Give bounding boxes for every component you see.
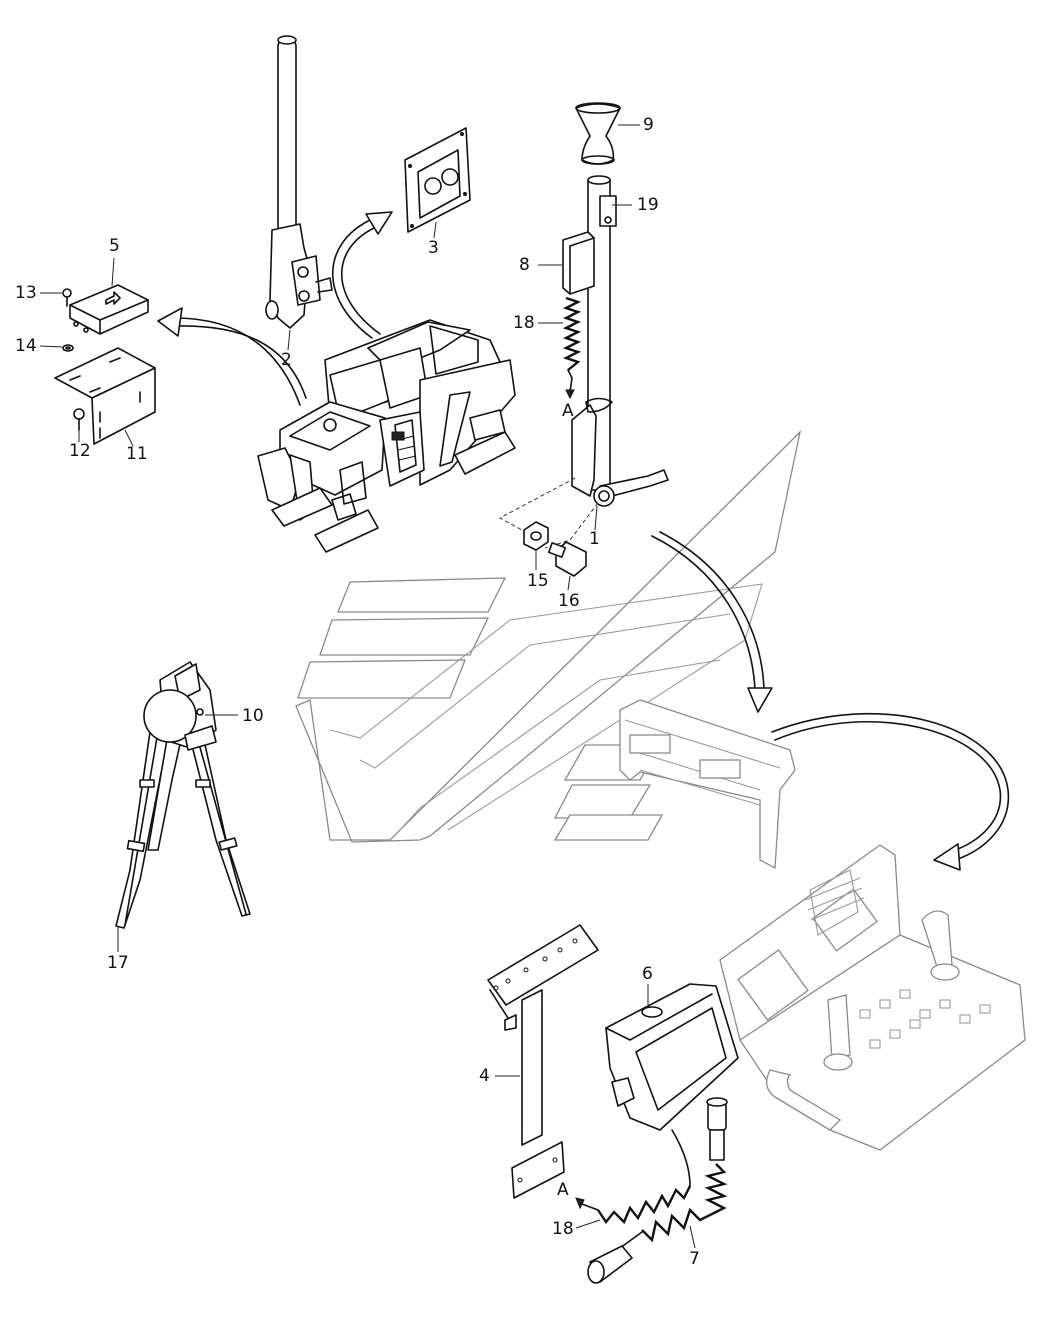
callout-13: 13 xyxy=(15,283,37,303)
flow-arrows xyxy=(157,211,1010,871)
guide-handle-part-9 xyxy=(575,102,640,165)
callout-1: 1 xyxy=(589,529,600,549)
bolt-part-16 xyxy=(547,541,587,591)
laser-tripod xyxy=(115,717,251,952)
label-plate-part-3 xyxy=(404,127,471,239)
callout-14: 14 xyxy=(15,336,37,356)
spiral-cable-part-18-top xyxy=(538,296,582,400)
sensor-box-part-5 xyxy=(69,257,149,335)
callout-5: 5 xyxy=(109,236,120,256)
display-unit-part-6 xyxy=(605,983,739,1131)
spiral-cable-part-18-bottom xyxy=(575,1129,692,1229)
screed-assembly xyxy=(619,699,796,870)
mounting-bracket-part-11 xyxy=(54,347,156,447)
callout-12: 12 xyxy=(69,441,91,461)
callout-6: 6 xyxy=(642,964,653,984)
control-console xyxy=(719,844,1026,1151)
nut-part-15 xyxy=(523,521,549,570)
connection-marker-a-top: A xyxy=(562,401,574,421)
sensor-unit-part-8 xyxy=(538,231,595,295)
rotating-laser-part-10 xyxy=(143,661,238,751)
callout-15: 15 xyxy=(527,571,549,591)
callout-8: 8 xyxy=(519,255,530,275)
callout-3: 3 xyxy=(428,238,439,258)
washer-part-14 xyxy=(39,344,74,352)
callout-10: 10 xyxy=(242,706,264,726)
callout-18-top: 18 xyxy=(513,313,535,333)
antenna-mast-part-2 xyxy=(265,35,333,351)
screw-part-13 xyxy=(40,288,72,307)
mounting-plate-part-4 xyxy=(487,924,599,1199)
callout-2: 2 xyxy=(281,350,292,370)
callout-11: 11 xyxy=(126,444,148,464)
callout-19: 19 xyxy=(637,195,659,215)
connection-marker-a-bottom: A xyxy=(557,1180,569,1200)
callout-4: 4 xyxy=(479,1066,490,1086)
callout-9: 9 xyxy=(643,115,654,135)
callout-18-bottom: 18 xyxy=(552,1219,574,1239)
milling-machine xyxy=(257,319,516,553)
cable-part-7 xyxy=(587,1097,728,1284)
callout-17: 17 xyxy=(107,953,129,973)
callout-16: 16 xyxy=(558,591,580,611)
callout-7: 7 xyxy=(689,1249,700,1269)
bolt-part-12 xyxy=(73,408,85,442)
sensor-mast-part-1 xyxy=(571,175,669,531)
